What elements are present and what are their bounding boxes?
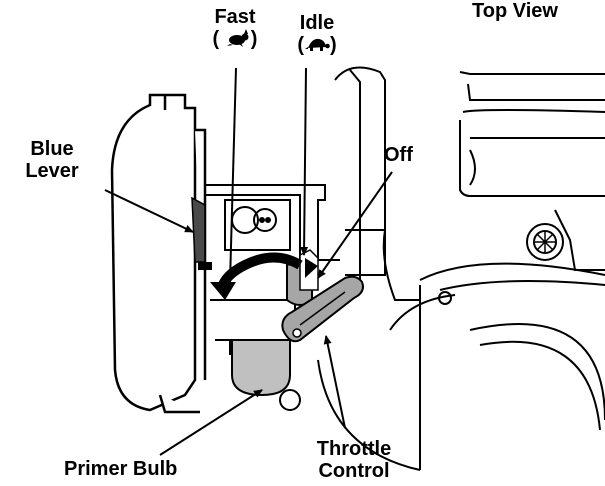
primer-bulb <box>231 339 291 397</box>
air-filter-cover <box>110 93 207 414</box>
blue-lever-label: Blue Lever <box>25 138 79 182</box>
throttle-leader-line <box>323 335 346 429</box>
leader-lines <box>104 67 393 456</box>
top-view-label: Top View <box>472 0 558 22</box>
fast-label: Fast ( ) <box>196 6 274 50</box>
fast-leader-line <box>226 67 237 283</box>
blue-lever <box>191 196 212 270</box>
off-leader-line <box>317 171 393 279</box>
bolt-head <box>534 231 556 253</box>
primer-bulb-leader-line <box>159 389 263 456</box>
direction-arrow <box>210 252 318 300</box>
blue-lever-leader-line <box>104 189 194 233</box>
turtle-icon <box>304 35 330 53</box>
rabbit-icon <box>225 29 251 47</box>
throttle-control-label: Throttle Control <box>316 438 392 482</box>
idle-leader-line <box>300 67 309 256</box>
idle-label: Idle ( ) <box>278 12 356 56</box>
primer-bulb-label: Primer Bulb <box>64 458 178 480</box>
fast-text: Fast <box>214 6 256 28</box>
off-label: Off <box>384 144 413 166</box>
idle-text: Idle <box>299 12 335 34</box>
engine-housing <box>317 66 605 471</box>
